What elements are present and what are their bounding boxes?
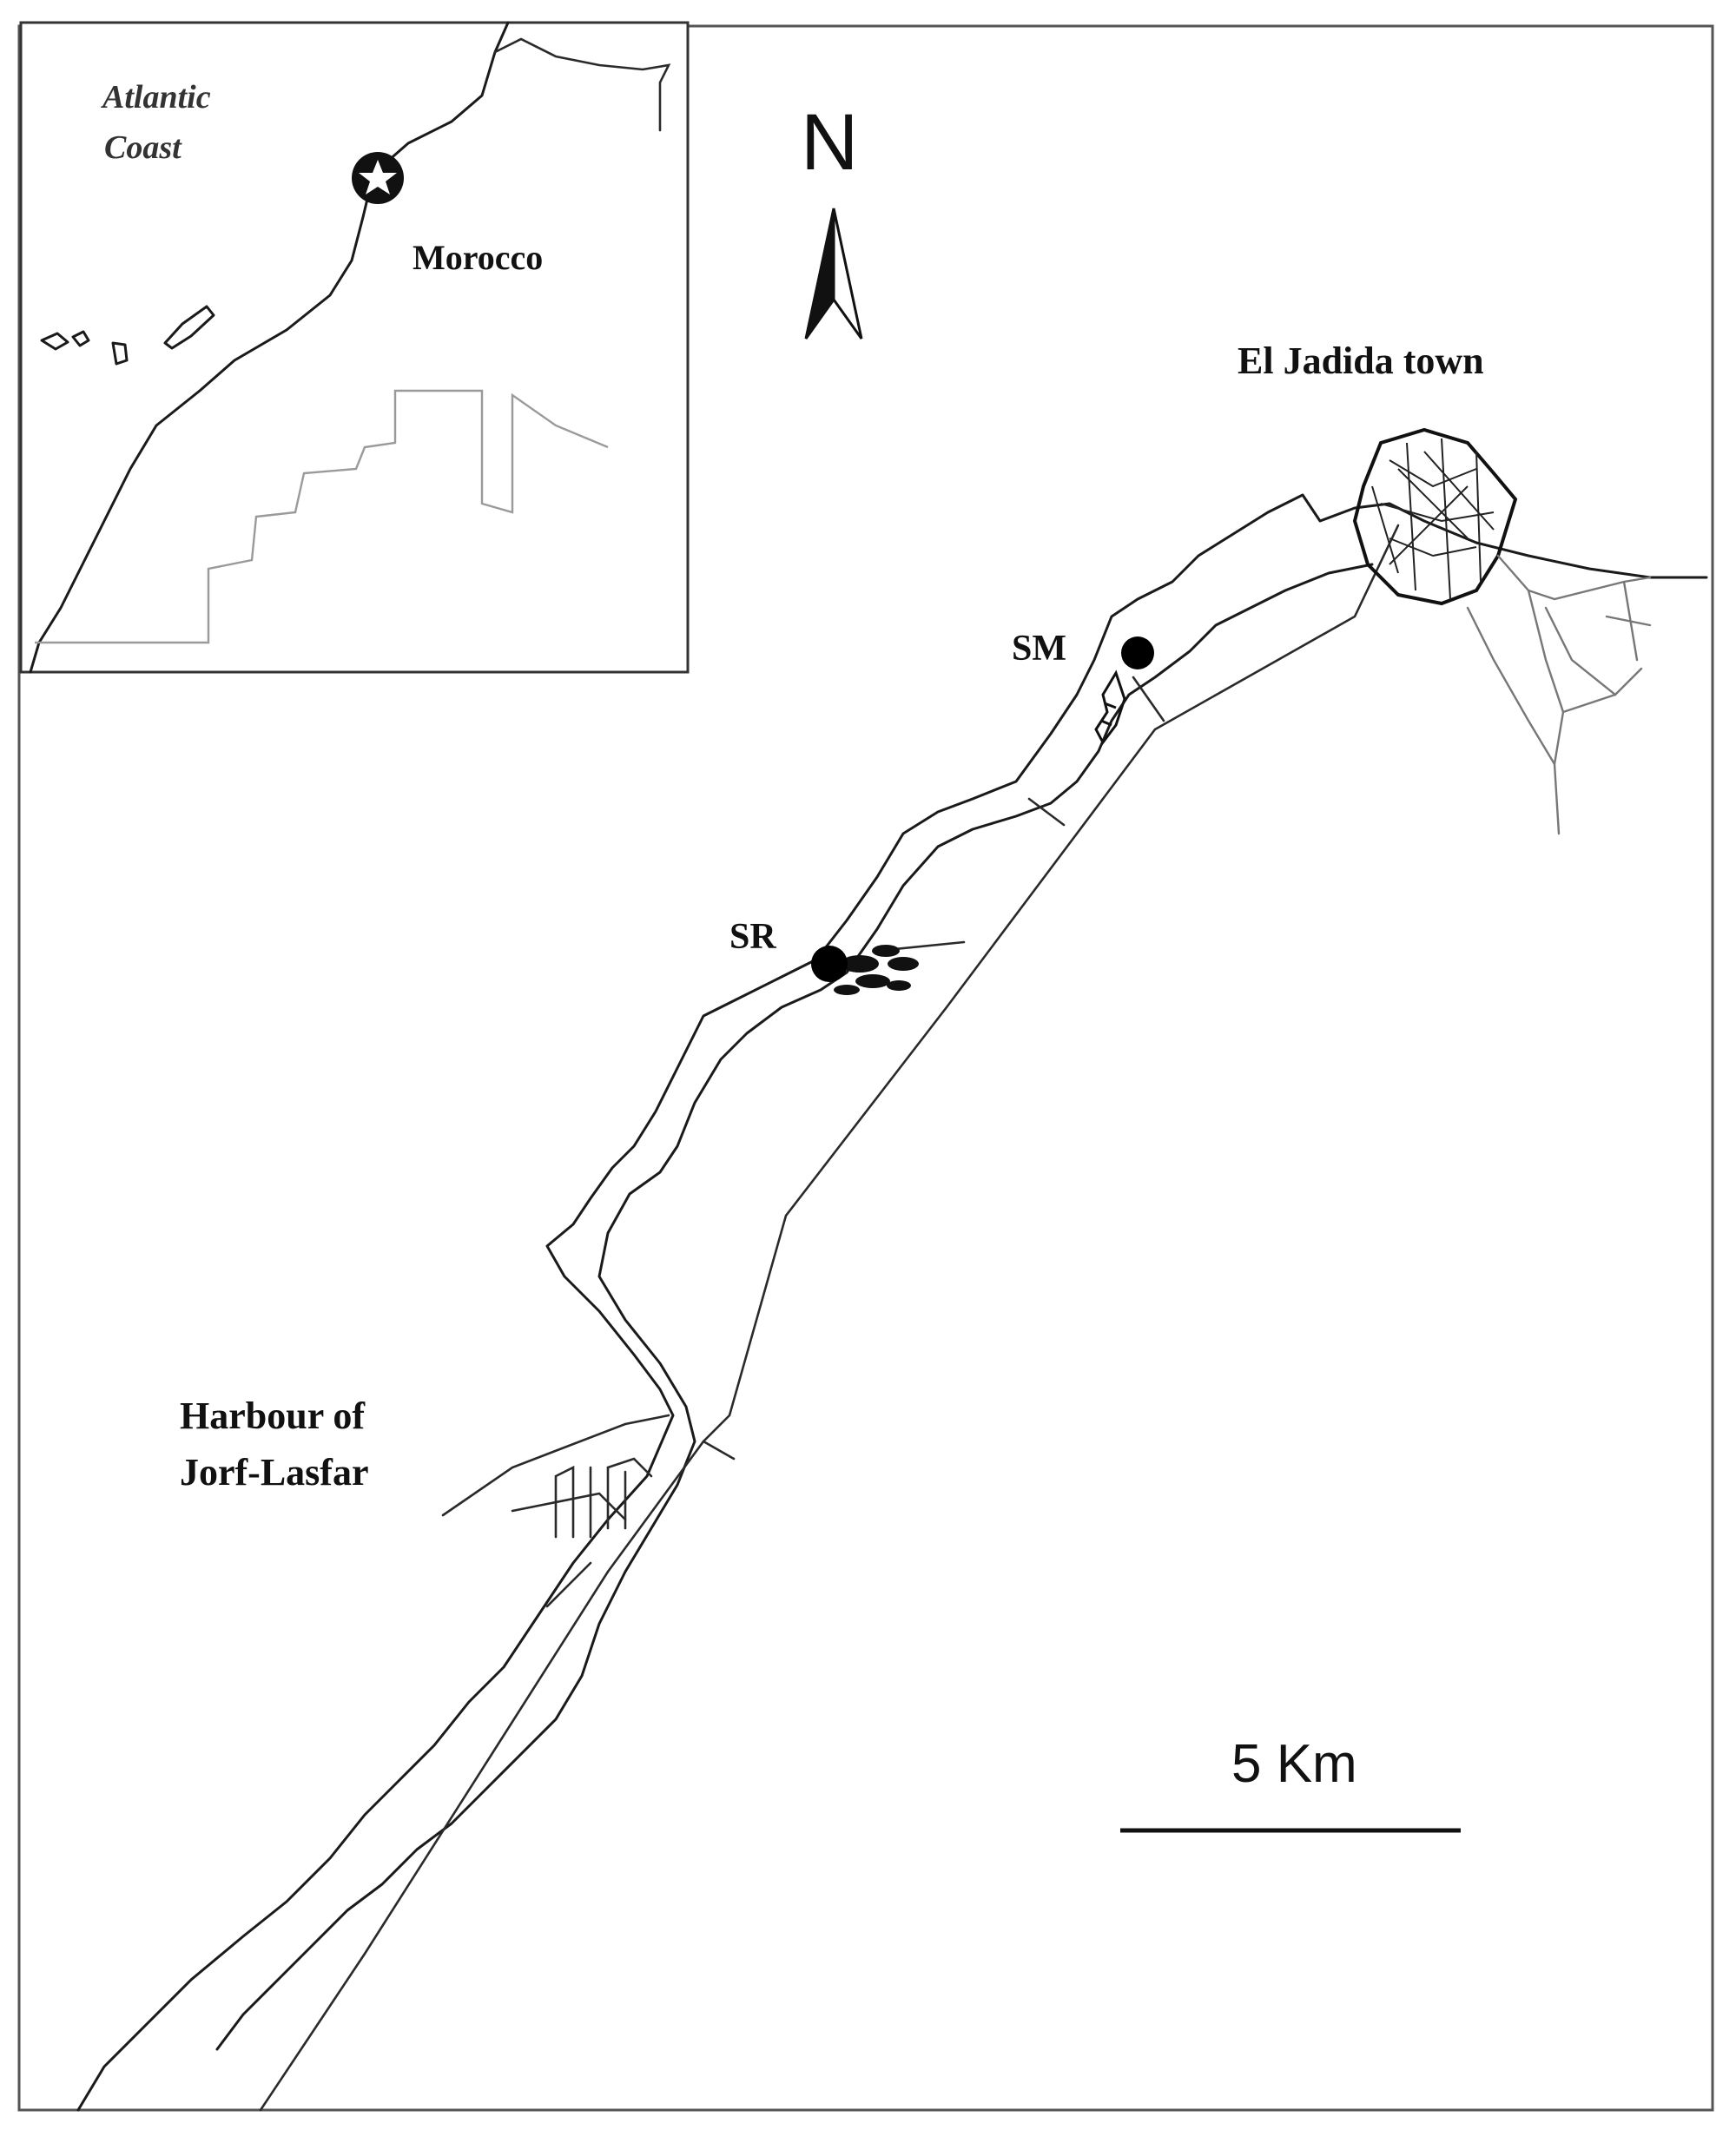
harbour-label-line2: Jorf-Lasfar	[180, 1451, 369, 1494]
north-letter: N	[801, 98, 858, 187]
site-sm-marker	[1121, 636, 1154, 669]
site-sr-marker	[811, 946, 848, 982]
coast-label: Coast	[104, 129, 182, 166]
map-frame	[17, 24, 1714, 2112]
atlantic-label: Atlantic	[101, 79, 211, 115]
harbour-label-line1: Harbour of	[180, 1395, 366, 1437]
main-coastline	[76, 493, 1708, 2112]
town-label: El Jadida town	[1238, 340, 1484, 382]
inset-north-border	[493, 37, 671, 132]
wetland-sm	[1094, 669, 1126, 745]
side-road-4	[702, 1440, 736, 1461]
scale-bar: 5 Km	[1120, 1734, 1461, 1833]
side-road-1	[1132, 676, 1165, 722]
site-sr-label: SR	[729, 917, 776, 957]
inset-map: Atlantic Coast Morocco	[19, 21, 690, 674]
wetland-sr	[834, 945, 919, 995]
star-location-marker	[352, 152, 404, 204]
morocco-label: Morocco	[413, 238, 543, 277]
coastal-road	[259, 524, 1400, 2112]
inset-islands	[40, 305, 215, 366]
inset-frame	[19, 21, 690, 674]
scale-bar-label: 5 Km	[1231, 1734, 1357, 1794]
harbour-jetties	[441, 1414, 670, 1608]
el-jadida-town	[1352, 427, 1652, 835]
inset-coastline	[29, 21, 510, 674]
inset-south-border	[35, 389, 609, 644]
side-road-2	[1027, 797, 1066, 827]
site-sm-label: SM	[1012, 629, 1066, 669]
north-arrow: N	[801, 98, 863, 340]
north-arrow-icon	[804, 208, 835, 340]
lagoon-shore	[215, 563, 1374, 2051]
